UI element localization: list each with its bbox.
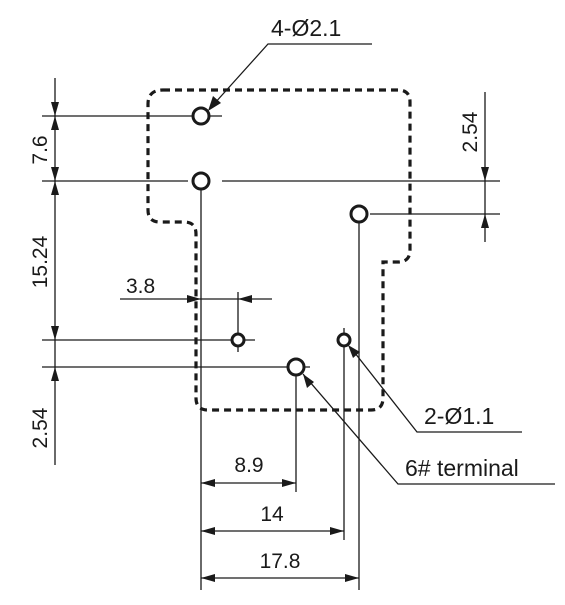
terminal-hole: [286, 357, 306, 377]
arrow: [187, 295, 201, 303]
arrow: [481, 214, 489, 228]
arrow: [51, 326, 59, 340]
arrow: [51, 116, 59, 130]
arrow: [481, 167, 489, 181]
callout-terminal: 6# terminal: [405, 455, 519, 481]
dim-label-pitch-bottom: 2.54: [29, 407, 52, 448]
arrow: [201, 574, 215, 582]
leader-small-holes: [350, 347, 522, 433]
arrow: [330, 527, 344, 535]
callout-small-holes: 2-Ø1.1: [424, 403, 494, 429]
arrow: [348, 345, 360, 358]
arrow: [201, 527, 215, 535]
mount-hole: [349, 204, 369, 224]
dim-label-width-2: 14: [260, 503, 284, 526]
arrow: [51, 167, 59, 181]
arrow: [51, 181, 59, 195]
dim-label-width-1: 8.9: [234, 454, 263, 477]
small-hole: [230, 332, 246, 348]
dim-label-offset: 3.8: [126, 275, 155, 298]
arrow: [303, 374, 314, 388]
arrow: [51, 102, 59, 116]
relay-body-outline: [146, 88, 412, 412]
dim-label-pitch-middle: 15.24: [29, 235, 52, 288]
small-hole: [336, 332, 352, 348]
dim-label-width-3: 17.8: [260, 550, 301, 573]
mount-hole: [191, 171, 211, 191]
dim-label-pitch-right: 2.54: [459, 111, 482, 152]
mount-hole: [191, 106, 211, 126]
arrow: [238, 295, 252, 303]
arrow: [282, 479, 296, 487]
arrow: [201, 479, 215, 487]
callout-big-holes: 4-Ø2.1: [271, 15, 341, 41]
leader-big-holes: [213, 43, 372, 105]
arrow: [208, 96, 221, 111]
leader-terminal: [302, 373, 555, 485]
dim-label-pitch-top: 7.6: [29, 135, 52, 164]
arrow: [51, 367, 59, 381]
arrow: [345, 574, 359, 582]
